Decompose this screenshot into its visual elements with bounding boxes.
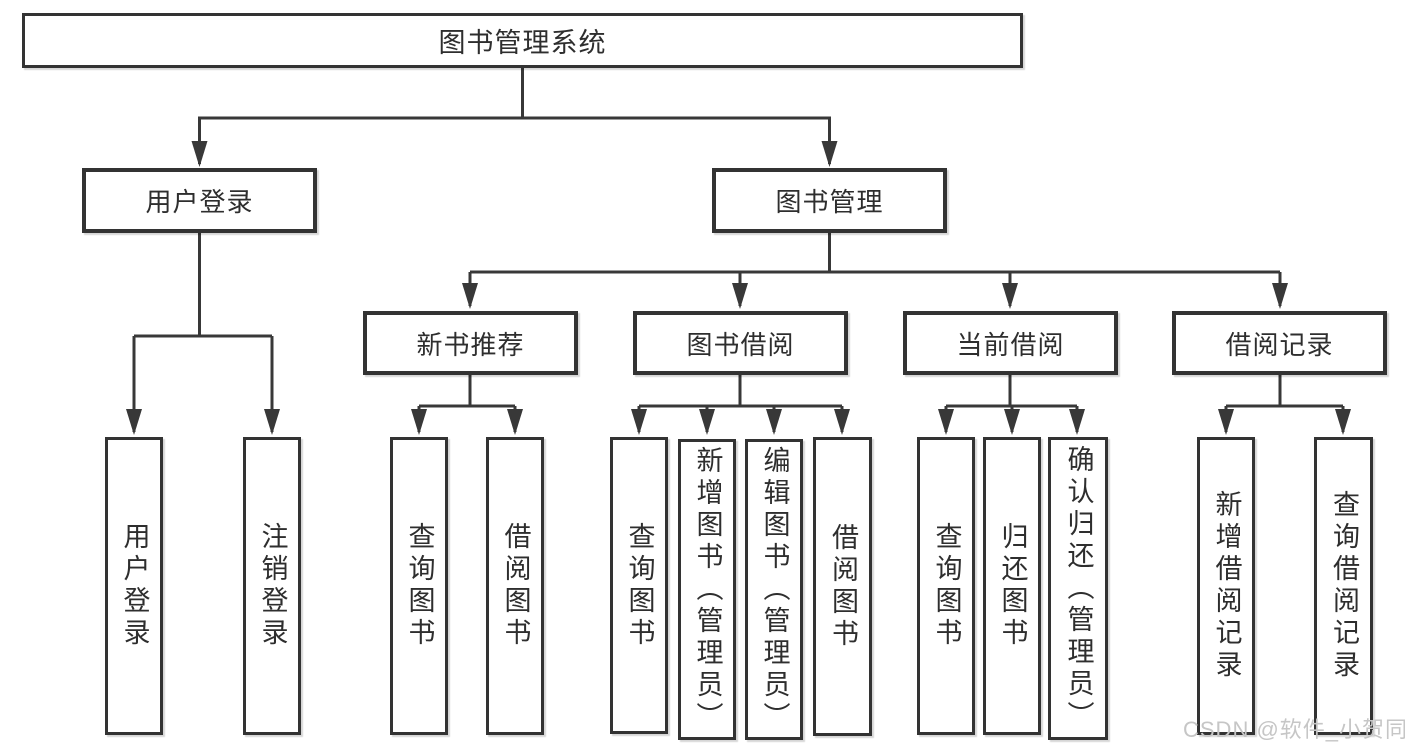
csdn-watermark: CSDN @软件_小贺同学 [1183,717,1405,742]
leaf-user-login: 用户登录 [105,437,163,735]
leaf-logout: 注销登录 [243,437,301,735]
leaf-query-books-borrowing: 查询图书 [610,437,668,734]
node-borrowing-records: 借阅记录 [1172,311,1387,375]
node-user-login: 用户登录 [82,168,317,233]
node-new-book-recommendation: 新书推荐 [363,311,578,375]
leaf-borrow-books-recommend: 借阅图书 [486,437,544,735]
leaf-query-books-current: 查询图书 [917,437,975,735]
node-book-management: 图书管理 [712,168,947,233]
node-current-borrowing: 当前借阅 [903,311,1118,375]
leaf-return-books: 归还图书 [983,437,1041,735]
node-library-management-system: 图书管理系统 [22,13,1023,68]
leaf-add-borrow-record: 新增借阅记录 [1197,437,1255,735]
leaf-add-book-admin: 新增图书（管理员） [678,439,736,740]
leaf-confirm-return-admin: 确认归还（管理员） [1048,437,1108,740]
leaf-borrow-books-borrowing: 借阅图书 [813,437,872,736]
leaf-query-books-recommend: 查询图书 [390,437,448,735]
node-book-borrowing: 图书借阅 [633,311,848,375]
leaf-edit-book-admin: 编辑图书（管理员） [745,439,803,740]
leaf-query-borrow-record: 查询借阅记录 [1314,437,1373,735]
